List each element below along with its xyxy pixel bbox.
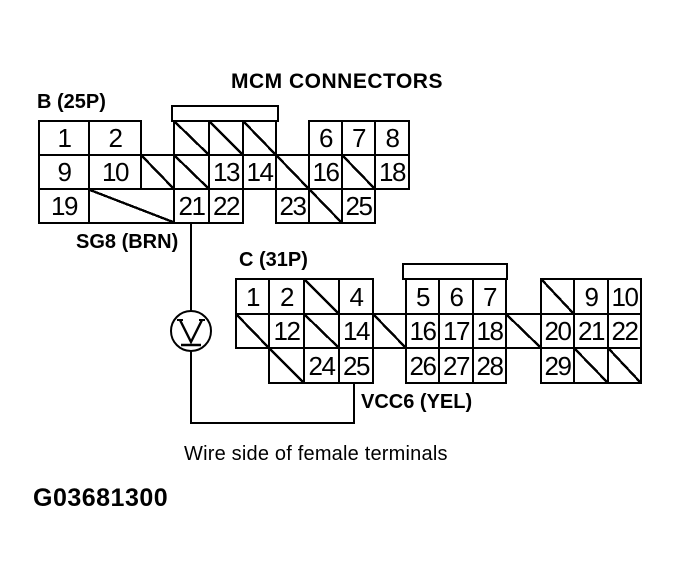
pin-cell-c-1: 1 bbox=[235, 278, 270, 315]
wire-label-vcc6: VCC6 (YEL) bbox=[361, 391, 473, 413]
pin-cell-c-2: 2 bbox=[268, 278, 305, 315]
blocked-cell-c-11 bbox=[235, 313, 270, 349]
pin-cell-c-17: 17 bbox=[438, 313, 474, 349]
pin-cell-b-1: 1 bbox=[38, 120, 90, 156]
wire-side-caption: Wire side of female terminals bbox=[184, 443, 448, 465]
diagram-title: MCM CONNECTORS bbox=[231, 70, 443, 93]
pin-cell-b-18: 18 bbox=[374, 154, 410, 190]
blocked-cell-b-24 bbox=[308, 188, 343, 224]
pin-cell-c-6: 6 bbox=[438, 278, 474, 315]
pin-cell-c-21: 21 bbox=[573, 313, 609, 349]
voltmeter-icon bbox=[170, 310, 212, 352]
pin-cell-c-25: 25 bbox=[338, 347, 374, 384]
pin-cell-c-7: 7 bbox=[472, 278, 507, 315]
blocked-cell-c-15 bbox=[372, 313, 407, 349]
pin-cell-b-23: 23 bbox=[275, 188, 310, 224]
blocked-cell-c-30 bbox=[573, 347, 609, 384]
pin-cell-b-9: 9 bbox=[38, 154, 90, 190]
pin-cell-c-9: 9 bbox=[573, 278, 609, 315]
pin-cell-c-28: 28 bbox=[472, 347, 507, 384]
wire-horizontal-run bbox=[190, 422, 355, 424]
wire-meter-down bbox=[190, 351, 192, 424]
blocked-cell-c-23 bbox=[268, 347, 305, 384]
voltmeter-symbol bbox=[177, 319, 205, 347]
blocked-cell-b-20 bbox=[88, 188, 175, 224]
wire-label-sg8: SG8 (BRN) bbox=[76, 231, 179, 253]
pin-cell-b-22: 22 bbox=[208, 188, 244, 224]
pin-cell-c-29: 29 bbox=[540, 347, 575, 384]
pin-cell-c-20: 20 bbox=[540, 313, 575, 349]
blocked-cell-c-31 bbox=[607, 347, 642, 384]
pin-cell-b-19: 19 bbox=[38, 188, 90, 224]
connector-c-label: C (31P) bbox=[239, 249, 308, 271]
pin-cell-b-14: 14 bbox=[242, 154, 277, 190]
pin-cell-c-16: 16 bbox=[405, 313, 440, 349]
pin-cell-b-25: 25 bbox=[341, 188, 376, 224]
figure-code: G03681300 bbox=[33, 484, 169, 512]
pin-cell-c-27: 27 bbox=[438, 347, 474, 384]
blocked-cell-c-13 bbox=[303, 313, 340, 349]
pin-cell-b-13: 13 bbox=[208, 154, 244, 190]
wire-b21-to-meter bbox=[190, 222, 192, 311]
blocked-cell-c-19 bbox=[505, 313, 542, 349]
pin-cell-c-4: 4 bbox=[338, 278, 374, 315]
pin-cell-c-22: 22 bbox=[607, 313, 642, 349]
pin-cell-b-21: 21 bbox=[173, 188, 210, 224]
connector-latch-tab-c bbox=[402, 263, 508, 280]
pin-cell-b-8: 8 bbox=[374, 120, 410, 156]
blocked-cell-c-8 bbox=[540, 278, 575, 315]
pin-cell-c-10: 10 bbox=[607, 278, 642, 315]
connector-b-label: B (25P) bbox=[37, 91, 106, 113]
blocked-cell-b-11 bbox=[140, 154, 175, 190]
blocked-cell-c-3 bbox=[303, 278, 340, 315]
pin-cell-c-24: 24 bbox=[303, 347, 340, 384]
pin-cell-c-18: 18 bbox=[472, 313, 507, 349]
blocked-cell-b-5 bbox=[242, 120, 277, 156]
connector-latch-tab-b bbox=[171, 105, 279, 122]
pin-cell-c-26: 26 bbox=[405, 347, 440, 384]
pin-cell-c-5: 5 bbox=[405, 278, 440, 315]
wire-c25-down bbox=[353, 382, 355, 424]
pin-cell-c-12: 12 bbox=[268, 313, 305, 349]
pin-cell-c-14: 14 bbox=[338, 313, 374, 349]
